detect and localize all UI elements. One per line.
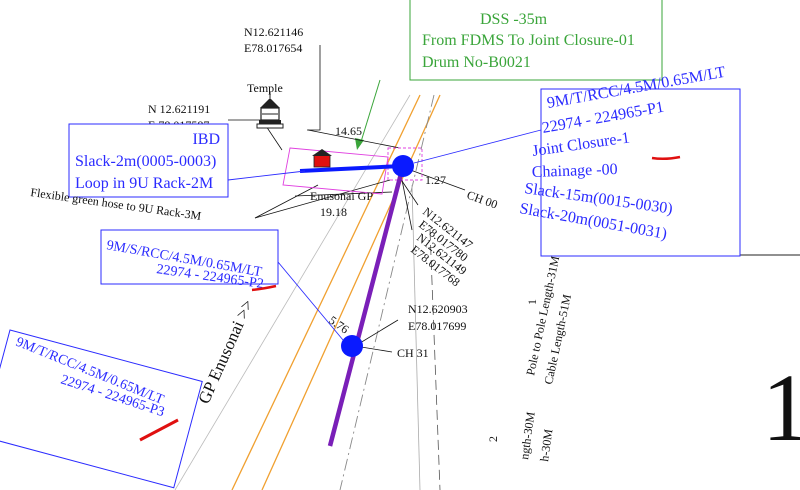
coord-5-e: E78.017699 <box>408 319 466 333</box>
coord-1-n: N12.621146 <box>244 25 303 39</box>
road-corridor <box>174 94 800 490</box>
road-label: GP Enusonai >> <box>194 297 257 407</box>
dim-1-27: 1.27 <box>425 173 446 187</box>
jc-red-underline <box>651 155 681 161</box>
ibd-line1: IBD <box>192 131 220 148</box>
length-two: 2 <box>486 436 500 442</box>
ch00-label: CH 00 <box>465 188 500 212</box>
top-note-line1: DSS -35m <box>480 11 548 28</box>
ibd-leader <box>227 170 306 181</box>
coord-5-n: N12.620903 <box>408 302 468 316</box>
length-partial-2: h-30M <box>537 428 555 463</box>
top-note-line3: Drum No-B0021 <box>422 54 531 71</box>
gp-office-icon <box>312 149 332 168</box>
jc-line4: Chainage -00 <box>532 161 618 181</box>
p3-red-mark <box>139 418 179 442</box>
joint-closure-node[interactable] <box>392 155 414 177</box>
large-glyph: 1 <box>762 354 800 461</box>
gp-building <box>282 147 423 195</box>
top-note: DSS -35m From FDMS To Joint Closure-01 D… <box>355 0 663 150</box>
coord-1-e: E78.017654 <box>244 41 302 55</box>
p2-box: 9M/S/RCC/4.5M/0.65M/LT 22974 - 224965-P2 <box>100 229 279 292</box>
p2-red-underline <box>251 284 277 292</box>
p3-line1: 9M/T/RCC/4.5M/0.65M/LT <box>14 335 167 408</box>
ibd-line3: Loop in 9U Rack-2M <box>75 175 213 192</box>
ibd-box: IBD Slack-2m(0005-0003) Loop in 9U Rack-… <box>68 123 229 198</box>
ibd-cable <box>299 164 403 173</box>
gp-label: Enusonai GP <box>310 189 373 203</box>
joint-closure-box: 9M/T/RCC/4.5M/0.65M/LT 22974 - 224965-P1… <box>518 64 741 257</box>
ch31-label: CH 31 <box>397 346 429 360</box>
length-one: 1 <box>525 299 539 305</box>
p3-box: 9M/T/RCC/4.5M/0.65M/LT 22974 - 224965-P3 <box>0 329 203 489</box>
dim-19-18: 19.18 <box>320 205 347 219</box>
pole-ch31-node[interactable] <box>341 335 363 357</box>
jc-leader <box>413 129 542 164</box>
temple-label: Temple <box>247 81 283 95</box>
coord-2-n: N 12.621191 <box>148 102 210 116</box>
ibd-line2: Slack-2m(0005-0003) <box>75 153 216 170</box>
p2-leader <box>277 261 344 341</box>
length-partial-1: ngth-30M <box>517 411 538 461</box>
temple-icon <box>256 92 284 129</box>
main-cable <box>327 165 406 447</box>
dim-14-65: 14.65 <box>335 124 362 138</box>
top-note-line2: From FDMS To Joint Closure-01 <box>422 32 635 49</box>
